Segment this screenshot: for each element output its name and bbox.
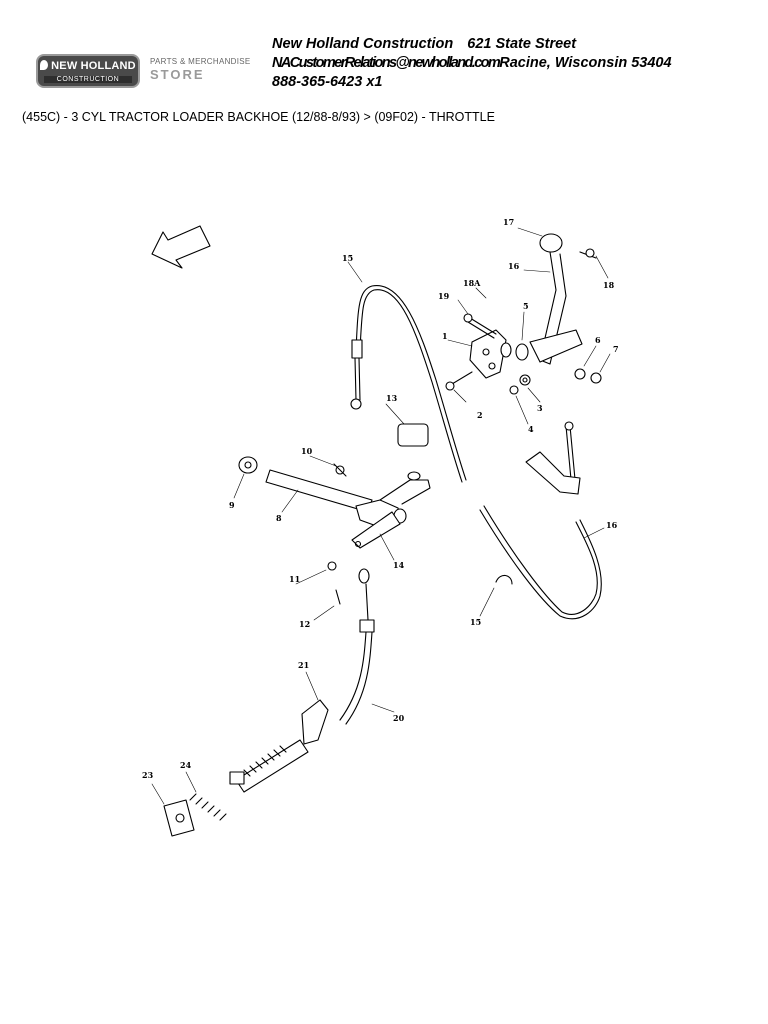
company-name: New Holland Construction (272, 36, 454, 52)
throttle-shaft-assembly (238, 423, 431, 549)
callout-5: 5 (523, 301, 529, 311)
callout-10: 10 (301, 446, 313, 456)
lower-throttle-cable (163, 561, 513, 837)
callout-17: 16 (508, 261, 520, 271)
callout-24: 24 (180, 760, 192, 770)
contact-row-2: NACustomerRelations@newholland.comRacine… (272, 54, 672, 73)
callout-8: 8 (276, 513, 282, 523)
breadcrumb: (455C) - 3 CYL TRACTOR LOADER BACKHOE (1… (22, 110, 495, 124)
contact-row-3: 888-365-6423 x1 (272, 73, 672, 92)
new-holland-logo[interactable]: NEW HOLLAND CONSTRUCTION (36, 54, 140, 88)
callout-21: 20 (393, 713, 405, 723)
callout-16-top: 15 (342, 253, 353, 263)
callout-15: 15 (470, 617, 481, 627)
callout-14: 14 (393, 560, 405, 570)
callout-23: 23 (142, 770, 154, 780)
callout-labels: 17 18 16 18A 19 5 1 6 7 2 3 4 15 16 13 1… (142, 217, 619, 780)
store-tagline: PARTS & MERCHANDISE (150, 57, 251, 66)
phone-number[interactable]: 888-365-6423 x1 (272, 74, 383, 90)
callout-6: 6 (595, 335, 601, 345)
leaf-icon (40, 60, 49, 70)
callout-1: 1 (442, 331, 448, 341)
callout-22: 21 (298, 660, 309, 670)
callout-16-right: 16 (606, 520, 618, 530)
contact-row-1: New Holland Construction 621 State Street (272, 35, 672, 54)
callout-18a: 18 (603, 280, 615, 290)
street-address: 621 State Street (467, 36, 577, 52)
logo-brand-text: NEW HOLLAND (38, 60, 138, 72)
callout-20: 19 (438, 291, 450, 301)
store-name: STORE (150, 67, 205, 82)
contact-block: New Holland Construction 621 State Street… (272, 35, 672, 92)
email-link[interactable]: NACustomerRelations@newholland.com (272, 55, 501, 71)
callout-2: 2 (477, 410, 483, 420)
callout-4: 4 (528, 424, 534, 434)
city-address: Racine, Wisconsin 53404 (499, 55, 672, 71)
direction-arrow-icon (151, 225, 211, 269)
hand-lever-assembly (445, 233, 602, 495)
callout-3: 3 (537, 403, 543, 413)
callout-12: 12 (299, 619, 310, 629)
logo-sub-text: CONSTRUCTION (44, 76, 132, 83)
callout-18: 17 (503, 217, 514, 227)
callout-13: 13 (386, 393, 398, 403)
callout-9: 9 (229, 500, 235, 510)
upper-throttle-cable (350, 285, 602, 620)
callout-7: 7 (613, 344, 619, 354)
callout-19: 18A (463, 278, 481, 288)
callout-leaders (151, 227, 611, 805)
callout-11: 11 (289, 574, 300, 584)
store-logo[interactable]: PARTS & MERCHANDISE STORE (150, 57, 260, 82)
